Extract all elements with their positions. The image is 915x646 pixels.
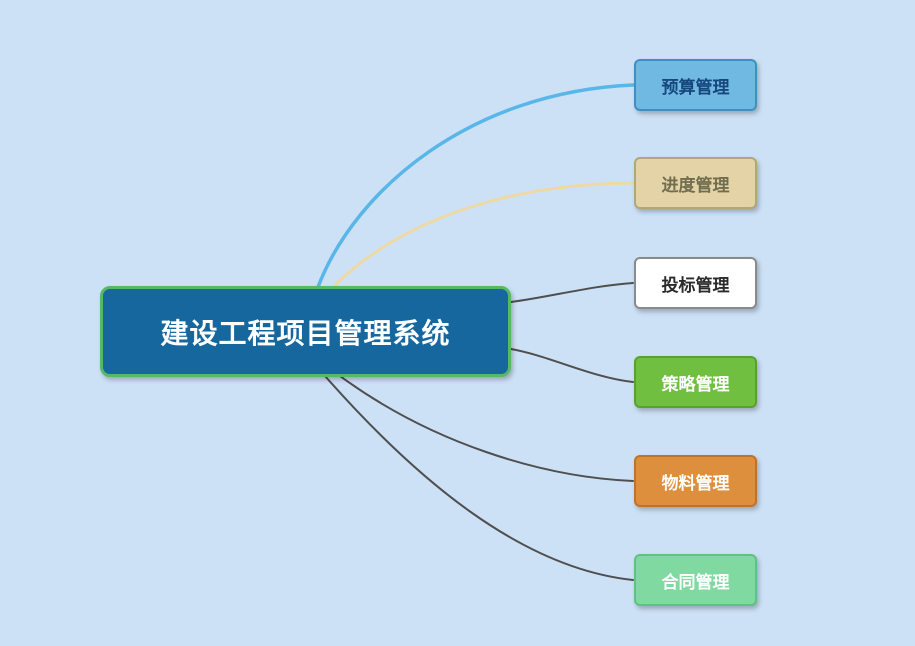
connector-schedule: [331, 181, 635, 289]
connector-bidding: [510, 282, 634, 303]
connector-budget: [316, 83, 635, 289]
connector-material: [339, 375, 634, 482]
node-contract-label: 合同管理: [661, 572, 730, 593]
node-bidding[interactable]: 投标管理: [634, 257, 757, 309]
node-material-label: 物料管理: [661, 473, 730, 494]
connector-strategy: [510, 348, 634, 383]
node-budget[interactable]: 预算管理: [634, 59, 757, 111]
root-node-label: 建设工程项目管理系统: [160, 316, 451, 350]
connector-contract: [324, 375, 634, 581]
node-strategy-label: 策略管理: [661, 374, 730, 395]
node-schedule[interactable]: 进度管理: [634, 157, 757, 209]
node-contract[interactable]: 合同管理: [634, 554, 757, 606]
node-schedule-label: 进度管理: [661, 175, 730, 196]
node-strategy[interactable]: 策略管理: [634, 356, 757, 408]
node-budget-label: 预算管理: [661, 77, 730, 98]
node-bidding-label: 投标管理: [661, 275, 730, 296]
node-material[interactable]: 物料管理: [634, 455, 757, 507]
root-node[interactable]: 建设工程项目管理系统: [100, 286, 511, 377]
